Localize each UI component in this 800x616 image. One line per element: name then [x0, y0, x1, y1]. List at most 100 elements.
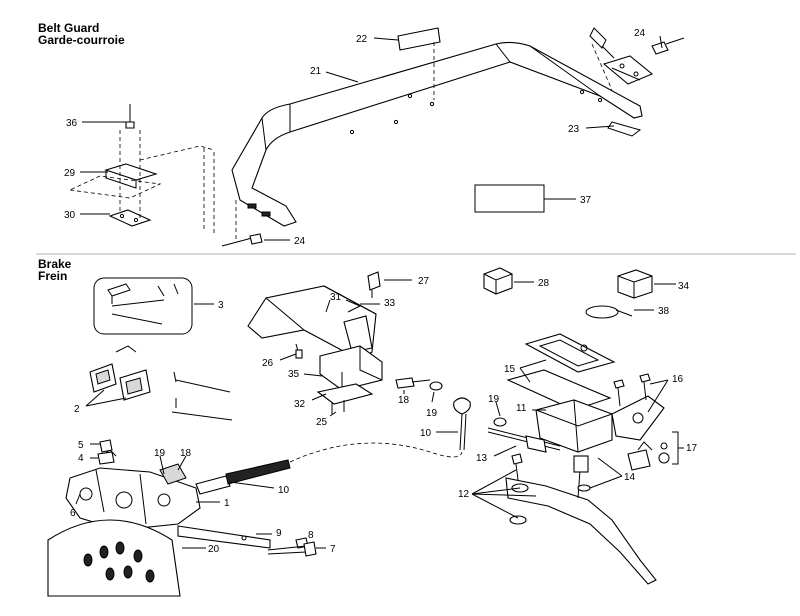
part-10-brake-hose: [195, 442, 463, 495]
belt-guard-title-en: Belt Guard: [38, 21, 100, 35]
part-38-clamp: [585, 305, 633, 319]
callout-3: 3: [194, 300, 224, 311]
svg-text:31: 31: [330, 292, 342, 303]
callout-5: 5: [78, 440, 100, 451]
part-17-seal-kit: [627, 441, 670, 471]
svg-text:23: 23: [568, 124, 580, 135]
part-27-connector: [367, 271, 381, 298]
part-2-brake-pads: [89, 345, 233, 421]
callout-14: 14: [589, 457, 636, 489]
part-13-push-rod: [487, 427, 561, 453]
part-36-29-30-assembly: [68, 104, 215, 236]
callout-34: 34 34: [654, 281, 690, 292]
svg-text:34: 34: [678, 281, 690, 292]
callout-8: 8: [308, 530, 314, 541]
svg-text:19: 19: [488, 394, 500, 405]
callout-38: 38: [634, 306, 670, 317]
callout-35: 35: [288, 369, 323, 380]
part-20-brake-disc: [47, 519, 181, 597]
callout-18-lower: 18: [177, 448, 192, 471]
svg-text:18: 18: [180, 448, 192, 459]
belt-guard-title: Belt Guard Garde-courroie: [38, 22, 125, 46]
callout-2: 2: [74, 389, 127, 415]
callout-15: 15: [504, 359, 547, 383]
callout-28: 28: [514, 278, 550, 289]
svg-text:8: 8: [308, 530, 314, 541]
callout-7: 7: [316, 544, 336, 555]
part-34-switch: [617, 269, 653, 299]
callout-20: 20: [182, 544, 220, 555]
belt-guard-title-fr: Garde-courroie: [38, 33, 125, 47]
svg-text:5: 5: [78, 440, 84, 451]
svg-text:15: 15: [504, 364, 516, 375]
svg-text:33: 33: [384, 298, 396, 309]
part-31-cylinder-cover: [247, 285, 377, 361]
part-9-bracket: [177, 525, 271, 549]
brake-title-en: Brake: [38, 257, 72, 271]
svg-text:25: 25: [316, 417, 328, 428]
callout-12: 12: [458, 469, 537, 519]
svg-text:4: 4: [78, 453, 84, 464]
callout-6: 6: [70, 493, 81, 519]
part-3-pad-kit: [93, 277, 193, 335]
svg-text:1: 1: [224, 498, 230, 509]
svg-text:17: 17: [686, 443, 698, 454]
callout-21: 21: [310, 66, 359, 83]
callout-19-left: 19: [426, 391, 438, 419]
svg-text:3: 3: [218, 300, 224, 311]
svg-text:29: 29: [64, 168, 76, 179]
part-22-wedge: [397, 27, 441, 100]
svg-text:12: 12: [458, 489, 470, 500]
svg-text:32: 32: [294, 399, 306, 410]
callout-10-lower: 10: [229, 481, 290, 496]
svg-text:36: 36: [66, 118, 78, 129]
callout-18-upper: 18: [398, 390, 410, 406]
svg-text:9: 9: [276, 528, 282, 539]
part-24-bolt-cluster: [589, 27, 685, 91]
callout-10-upper: 10: [420, 428, 458, 439]
svg-text:14: 14: [624, 472, 636, 483]
svg-text:30: 30: [64, 210, 76, 221]
callout-37: 37: [544, 195, 592, 206]
part-23-bracket: [607, 121, 642, 137]
part-28-switch: [483, 267, 513, 295]
svg-text:24: 24: [634, 28, 646, 39]
callout-32: 32: [294, 393, 327, 410]
svg-text:10: 10: [278, 485, 290, 496]
svg-text:2: 2: [74, 404, 80, 415]
callout-17: 17: [672, 431, 698, 465]
callout-4: 4: [78, 453, 98, 464]
svg-text:37: 37: [580, 195, 592, 206]
callout-30: 30: [64, 210, 110, 221]
callout-13: 13: [476, 445, 517, 464]
svg-text:20: 20: [208, 544, 220, 555]
callout-26: 26: [262, 353, 297, 369]
svg-text:21: 21: [310, 66, 322, 77]
callout-27: 27: [384, 276, 430, 287]
callout-19-right: 19: [488, 394, 501, 417]
part-12-lever: [505, 453, 657, 585]
brake-title: Brake Frein: [38, 258, 71, 282]
part-37-box: [474, 184, 545, 213]
part-1-caliper: [65, 439, 201, 531]
part-35-bracket: [295, 343, 383, 414]
callout-31: 31: [325, 292, 342, 313]
callout-33: 33: [360, 298, 396, 309]
svg-text:18: 18: [398, 395, 410, 406]
svg-text:27: 27: [418, 276, 430, 287]
callout-25: 25: [316, 411, 337, 428]
svg-text:11: 11: [516, 403, 527, 414]
svg-text:10: 10: [420, 428, 432, 439]
svg-text:7: 7: [330, 544, 336, 555]
callout-36: 36: [66, 118, 126, 129]
svg-text:38: 38: [658, 306, 670, 317]
brake-title-fr: Frein: [38, 269, 68, 283]
belt-guard-part-21: [231, 41, 643, 227]
svg-text:22: 22: [356, 34, 368, 45]
svg-text:6: 6: [70, 508, 76, 519]
svg-text:19: 19: [154, 448, 166, 459]
callout-16: 16: [647, 374, 684, 413]
callout-24-lower: 24: [264, 236, 306, 247]
svg-text:28: 28: [538, 278, 550, 289]
